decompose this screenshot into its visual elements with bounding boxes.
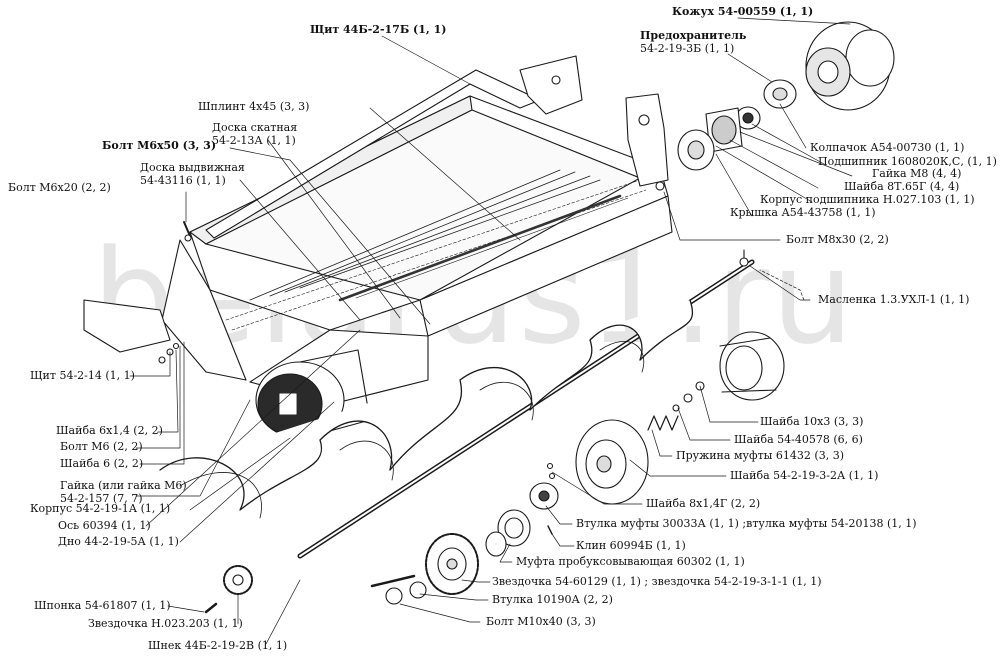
clutch-disk — [575, 419, 649, 505]
left-small-bolt — [183, 221, 192, 242]
label-podshipnik: Подшипник 1608020К,С, (1, 1) — [818, 155, 997, 168]
label-bolt-m6x20: Болт М6х20 (2, 2) — [8, 181, 111, 194]
label-gayka-line2: 54-2-157 (7, 7) — [60, 492, 143, 505]
label-doska-skatnaya-line2: 54-2-13А (1, 1) — [212, 134, 296, 147]
label-dno: Дно 44-2-19-5А (1, 1) — [58, 535, 179, 548]
cap — [763, 79, 797, 109]
label-bolt-m6x50: Болт М6х50 (3, 3) — [102, 139, 217, 152]
slip-clutch — [485, 509, 531, 557]
label-vtulka-10190: Втулка 10190А (2, 2) — [492, 593, 613, 606]
clutch-sleeve-large — [719, 331, 785, 401]
grease-fitting — [739, 249, 749, 267]
label-bolt-m8x30: Болт М8х30 (2, 2) — [786, 233, 889, 246]
sprocket — [425, 533, 479, 595]
label-korpus: Корпус 54-2-19-1А (1, 1) — [30, 502, 171, 515]
label-shplint: Шплинт 4х45 (3, 3) — [198, 100, 310, 113]
key — [204, 602, 218, 614]
label-shnek: Шнек 44Б-2-19-2В (1, 1) — [148, 639, 288, 652]
housing-trough — [83, 95, 673, 405]
leader-lines — [129, 17, 853, 645]
top-shield — [205, 55, 583, 239]
label-shayba-54-2-19: Шайба 54-2-19-3-2А (1, 1) — [730, 469, 879, 482]
label-shayba-8t: Шайба 8Т.65Г (4, 4) — [844, 180, 960, 193]
label-pruzhina: Пружина муфты 61432 (3, 3) — [676, 449, 844, 462]
left-fasteners — [158, 342, 180, 364]
label-doska-skatnaya-line1: Доска скатная — [212, 121, 298, 134]
label-mufta: Муфта пробуксовывающая 60302 (1, 1) — [516, 555, 745, 568]
label-bolt-m6: Болт М6 (2, 2) — [60, 440, 143, 453]
label-os: Ось 60394 (1, 1) — [58, 519, 151, 532]
label-shponka: Шпонка 54-61807 (1, 1) — [34, 599, 171, 612]
label-korpus-podshipnika: Корпус подшипника Н.027.103 (1, 1) — [760, 193, 975, 206]
label-bolt-m10x40: Болт М10х40 (3, 3) — [486, 615, 596, 628]
label-maslenka: Масленка 1.3.УХЛ-1 (1, 1) — [818, 293, 970, 306]
label-shayba-6x14: Шайба 6х1,4 (2, 2) — [56, 424, 163, 437]
label-kozhukh: Кожух 54-00559 (1, 1) — [672, 5, 814, 18]
clutch-sleeve — [529, 462, 559, 535]
small-sprocket — [223, 565, 253, 595]
end-plate — [625, 93, 669, 191]
label-vtulka-mufty: Втулка муфты 30033А (1, 1) ;втулка муфты… — [576, 517, 917, 530]
label-gayka-line1: Гайка (или гайка М6) — [60, 479, 187, 492]
label-kolpachok: Колпачок А54-00730 (1, 1) — [810, 141, 965, 154]
label-shayba-54-40578: Шайба 54-40578 (6, 6) — [734, 433, 863, 446]
label-shchit-top: Щит 44Б-2-17Б (1, 1) — [310, 23, 447, 36]
label-shayba-6: Шайба 6 (2, 2) — [60, 457, 144, 470]
label-predohranitel-line2: 54-2-19-3Б (1, 1) — [640, 42, 735, 55]
label-doska-vydvizhnaya-line1: Доска выдвижная — [140, 161, 245, 174]
label-klin: Клин 60994Б (1, 1) — [576, 539, 686, 552]
label-doska-vydvizhnaya-line2: 54-43116 (1, 1) — [140, 174, 226, 187]
label-predohranitel-line1: Предохранитель — [640, 29, 747, 42]
spring-and-washers — [626, 381, 705, 434]
label-shayba-10x3: Шайба 10х3 (3, 3) — [760, 415, 864, 428]
label-gayka-m8: Гайка М8 (4, 4) — [872, 167, 962, 180]
label-shayba-8x14g: Шайба 8х1,4Г (2, 2) — [646, 497, 761, 510]
label-shchit-left: Щит 54-2-14 (1, 1) — [30, 369, 135, 382]
bushings-and-bolt — [370, 574, 427, 605]
label-zvezdochka-mid: Звездочка 54-60129 (1, 1) ; звездочка 54… — [492, 575, 822, 588]
cover-housing — [805, 21, 895, 111]
bearing-housing — [705, 107, 743, 153]
label-kryshka: Крышка А54-43758 (1, 1) — [730, 206, 876, 219]
label-zvezdochka-low: Звездочка Н.023.203 (1, 1) — [88, 617, 243, 630]
auger — [159, 259, 755, 559]
bearing-cover — [677, 129, 715, 171]
